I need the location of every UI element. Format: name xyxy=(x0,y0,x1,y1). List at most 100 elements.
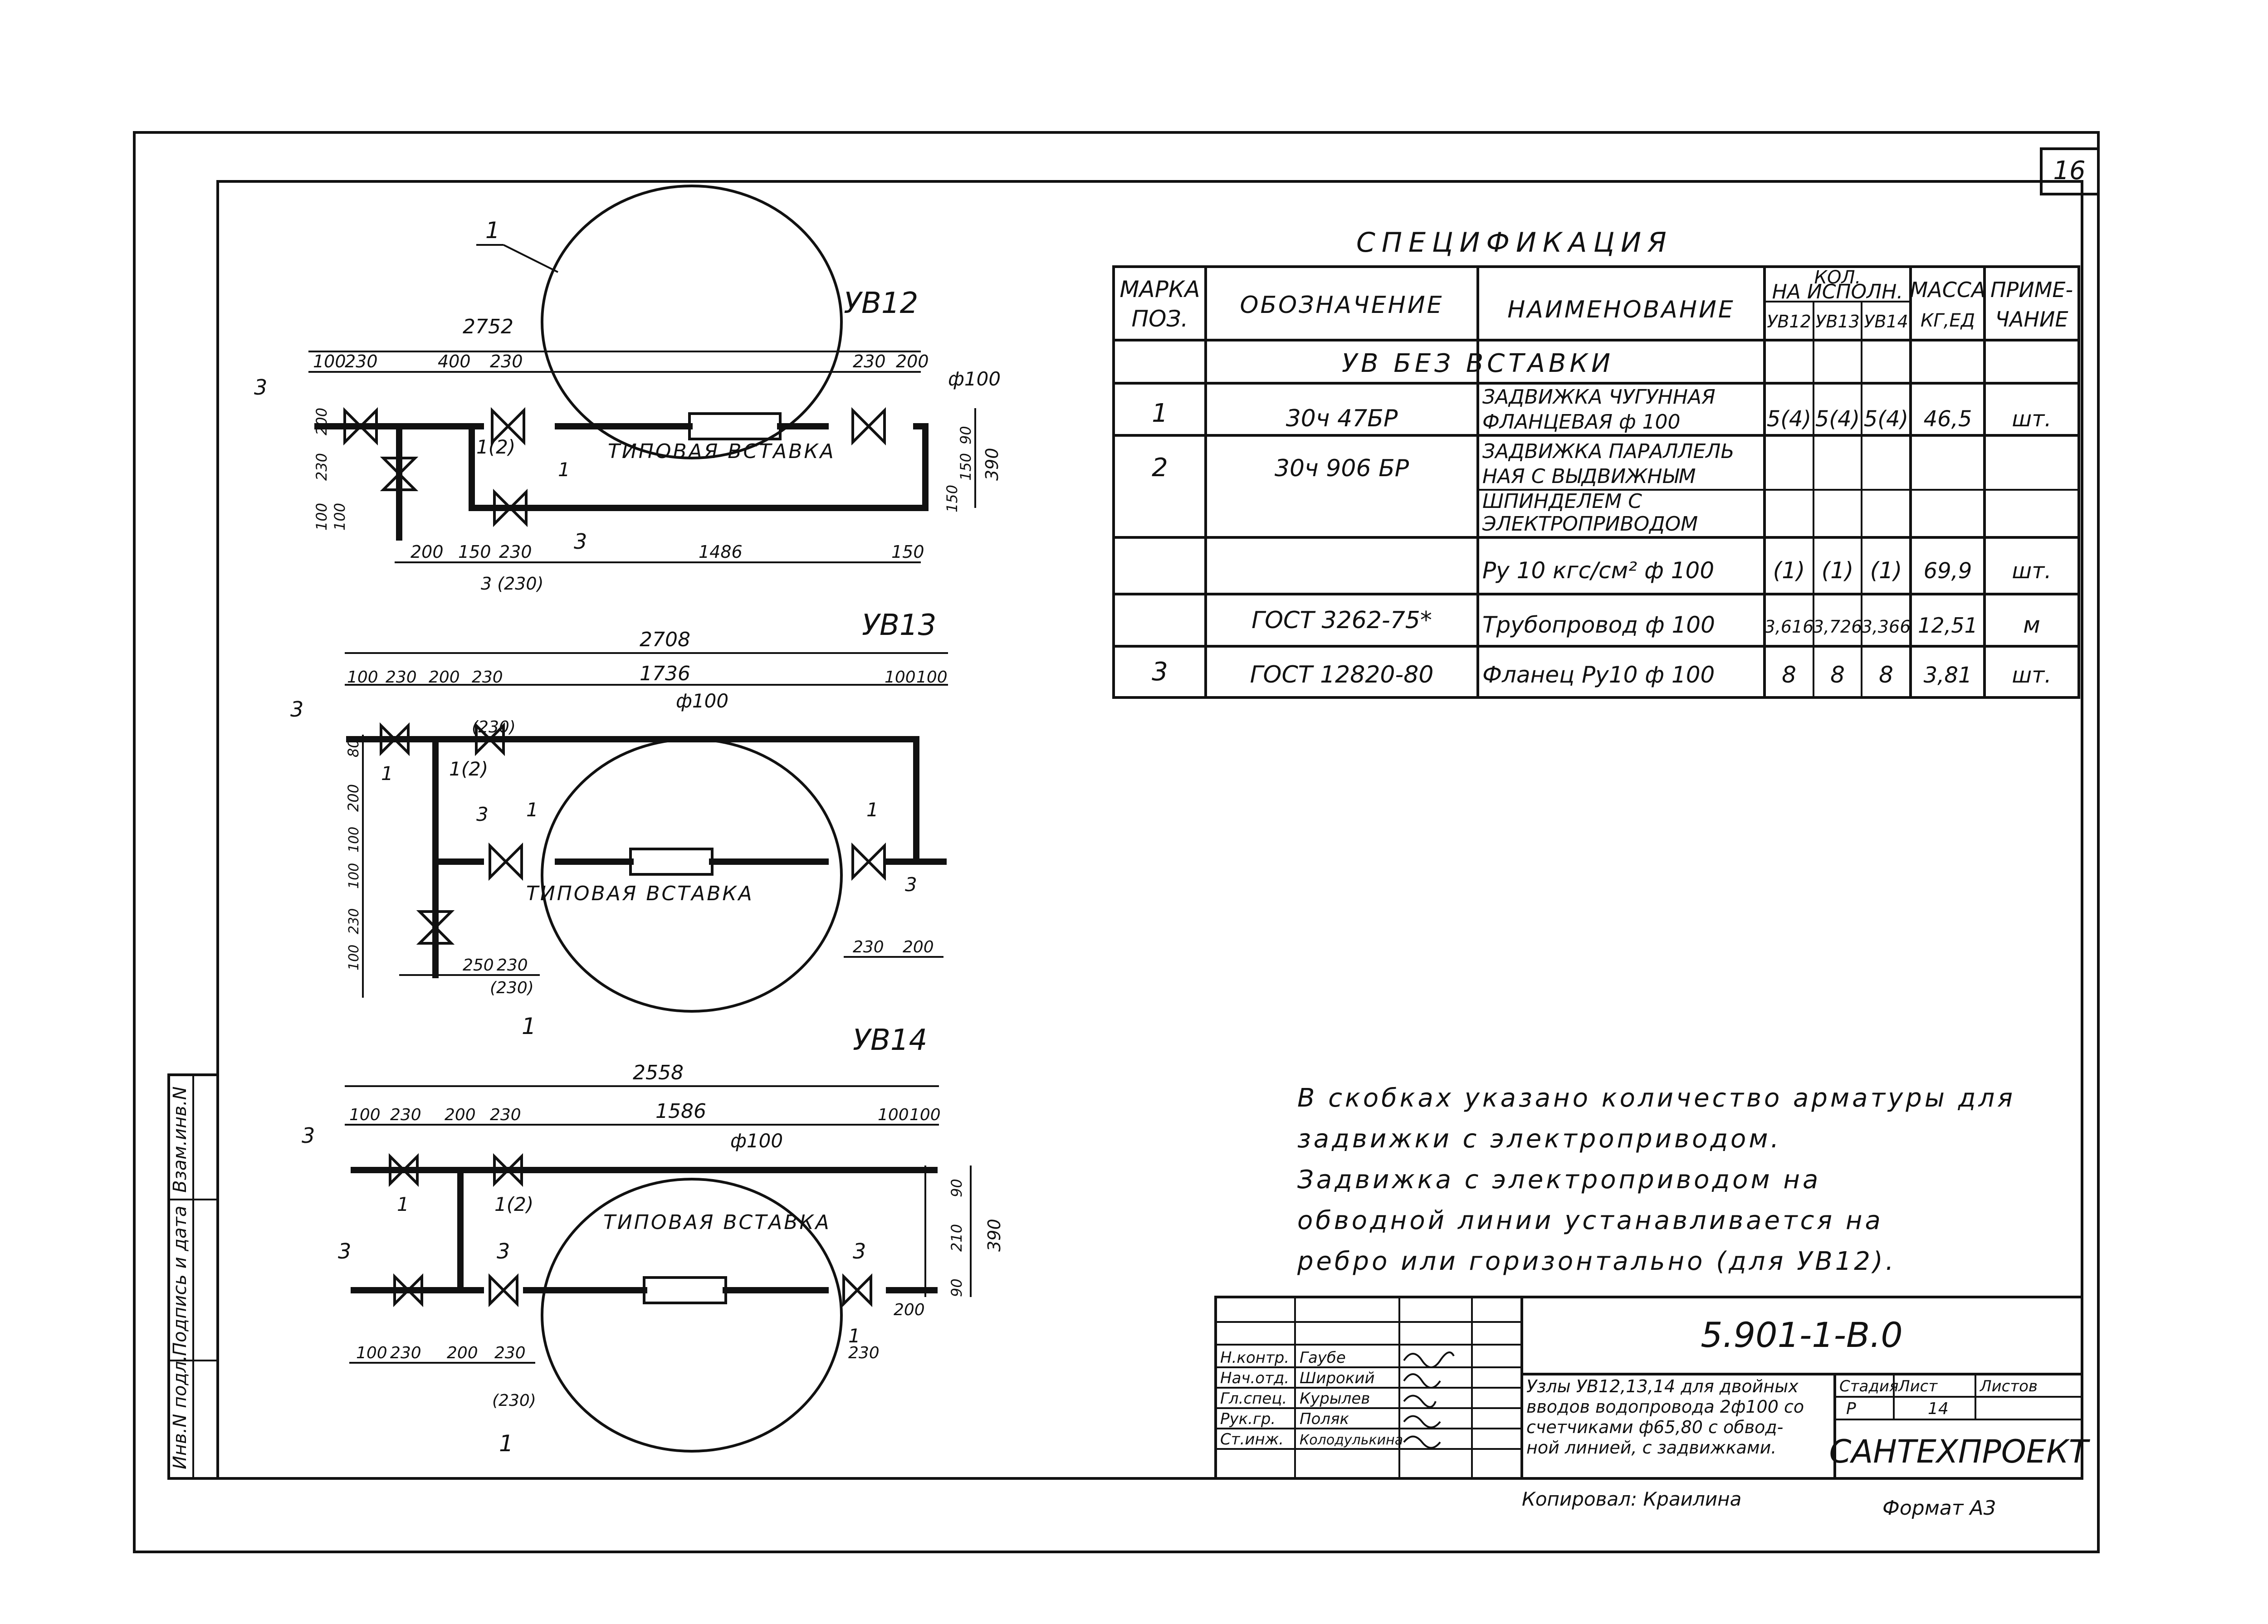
svg-text:2752: 2752 xyxy=(463,315,513,338)
svg-text:230: 230 xyxy=(848,1344,880,1362)
view-uv14: УВ14 1 ТИПОВАЯ ВСТАВКА ф100 2558 1586 10… xyxy=(302,1024,1004,1457)
svg-text:ТИПОВАЯ ВСТАВКА: ТИПОВАЯ ВСТАВКА xyxy=(603,1211,831,1234)
svg-text:(1): (1) xyxy=(1773,557,1805,584)
svg-text:230: 230 xyxy=(386,668,417,687)
svg-text:3: 3 xyxy=(853,1239,866,1263)
svg-text:НАЯ С ВЫДВИЖНЫМ: НАЯ С ВЫДВИЖНЫМ xyxy=(1482,465,1696,488)
svg-text:1736: 1736 xyxy=(640,662,690,685)
notes: В скобках указано количество арматуры дл… xyxy=(1297,1083,2013,1276)
svg-text:200: 200 xyxy=(429,668,460,687)
svg-text:ОБОЗНАЧЕНИЕ: ОБОЗНАЧЕНИЕ xyxy=(1240,292,1444,319)
svg-text:230: 230 xyxy=(345,351,378,371)
svg-text:30ч 47БР: 30ч 47БР xyxy=(1286,405,1398,432)
svg-text:счетчиками ф65,80 с обвод-: счетчиками ф65,80 с обвод- xyxy=(1526,1417,1783,1437)
svg-text:Ру 10 кгс/см² ф 100: Ру 10 кгс/см² ф 100 xyxy=(1482,557,1714,584)
svg-text:ф100: ф100 xyxy=(676,690,728,712)
svg-text:200: 200 xyxy=(313,408,330,435)
svg-text:КОЛ.: КОЛ. xyxy=(1814,267,1861,288)
svg-text:1(2): 1(2) xyxy=(476,436,515,458)
inner-frame xyxy=(216,180,2083,1480)
svg-text:1486: 1486 xyxy=(699,542,743,562)
typical-insert xyxy=(629,848,714,876)
view-title: УВ14 xyxy=(853,1024,927,1057)
svg-text:Колодулькина: Колодулькина xyxy=(1300,1432,1403,1448)
svg-text:1586: 1586 xyxy=(655,1100,706,1123)
svg-text:230: 230 xyxy=(490,351,523,371)
strip-sign-date: Подпись и дата xyxy=(170,1206,191,1356)
svg-text:1: 1 xyxy=(522,1013,536,1039)
svg-text:УВ13: УВ13 xyxy=(1815,312,1860,332)
svg-text:Листов: Листов xyxy=(1979,1377,2038,1395)
svg-text:шт.: шт. xyxy=(2012,406,2051,432)
svg-text:3: 3 xyxy=(338,1239,351,1263)
svg-text:Гл.спец.: Гл.спец. xyxy=(1220,1390,1287,1408)
svg-text:ТИПОВАЯ ВСТАВКА: ТИПОВАЯ ВСТАВКА xyxy=(608,440,836,463)
svg-text:(230): (230) xyxy=(490,979,534,997)
spec-title: СПЕЦИФИКАЦИЯ xyxy=(1356,227,1673,258)
svg-text:1: 1 xyxy=(485,217,500,244)
view-uv12: УВ12 1 ТИПОВАЯ ВСТАВКА ф100 2752 100 230… xyxy=(254,185,1002,594)
svg-text:ЧАНИЕ: ЧАНИЕ xyxy=(1995,307,2068,332)
svg-text:3,726: 3,726 xyxy=(1813,617,1862,637)
svg-text:ЭЛЕКТРОПРИВОДОМ: ЭЛЕКТРОПРИВОДОМ xyxy=(1482,512,1698,536)
svg-text:8: 8 xyxy=(1879,662,1893,688)
svg-text:230: 230 xyxy=(853,351,886,371)
svg-text:100: 100 xyxy=(349,1106,381,1124)
svg-text:шт.: шт. xyxy=(2012,663,2051,688)
svg-text:1: 1 xyxy=(848,1325,860,1347)
strip-inv-podl: Инв.N подл. xyxy=(170,1355,191,1469)
note-line-5: ребро или горизонтально (для УВ12). xyxy=(1297,1247,1897,1276)
svg-text:100: 100 xyxy=(356,1344,387,1362)
svg-text:100: 100 xyxy=(313,351,346,371)
outer-frame xyxy=(133,131,2100,1553)
svg-text:3,81: 3,81 xyxy=(1924,663,1972,688)
svg-text:Нач.отд.: Нач.отд. xyxy=(1220,1369,1289,1387)
note-line-2: задвижки с электроприводом. xyxy=(1297,1124,1781,1154)
svg-text:400: 400 xyxy=(438,351,471,371)
well-circle xyxy=(541,1178,843,1453)
svg-text:200: 200 xyxy=(411,542,444,562)
specification-table: СПЕЦИФИКАЦИЯ МАРКА ПОЗ. ОБОЗНАЧЕНИЕ НАИМ… xyxy=(1112,227,2080,699)
svg-text:5(4): 5(4) xyxy=(1815,406,1860,432)
svg-text:100: 100 xyxy=(909,1106,941,1124)
svg-text:1: 1 xyxy=(866,799,879,821)
svg-text:УВ14: УВ14 xyxy=(1864,312,1908,332)
svg-text:1: 1 xyxy=(558,458,570,481)
svg-text:ШПИНДЕЛЕМ С: ШПИНДЕЛЕМ С xyxy=(1482,490,1642,513)
svg-text:150: 150 xyxy=(458,542,491,562)
svg-text:ной линией, с задвижками.: ной линией, с задвижками. xyxy=(1526,1438,1776,1458)
svg-text:100: 100 xyxy=(346,827,362,853)
organization: САНТЕХПРОЕКТ xyxy=(1829,1433,2091,1470)
svg-text:90: 90 xyxy=(948,1179,965,1197)
svg-text:230: 230 xyxy=(853,938,884,956)
copied-by: Копировал: Краилина xyxy=(1522,1488,1741,1510)
well-circle xyxy=(541,185,843,459)
svg-text:1: 1 xyxy=(1152,399,1168,428)
view-title: УВ13 xyxy=(862,609,936,642)
svg-text:3: 3 xyxy=(476,803,489,825)
svg-text:3: 3 xyxy=(1152,657,1168,687)
svg-text:100: 100 xyxy=(346,945,362,970)
svg-text:ГОСТ 3262-75*: ГОСТ 3262-75* xyxy=(1251,607,1432,634)
svg-text:230: 230 xyxy=(497,956,528,975)
svg-text:Стадия: Стадия xyxy=(1839,1377,1898,1395)
svg-text:ФЛАНЦЕВАЯ ф 100: ФЛАНЦЕВАЯ ф 100 xyxy=(1482,410,1681,434)
left-strip: Инв.N подл. Подпись и дата Взам.инв.N xyxy=(167,1073,219,1480)
svg-text:100: 100 xyxy=(347,668,378,687)
svg-text:200: 200 xyxy=(447,1344,478,1362)
svg-text:Лист: Лист xyxy=(1897,1377,1938,1395)
svg-text:МАРКА: МАРКА xyxy=(1119,276,1200,302)
svg-text:100: 100 xyxy=(878,1106,909,1124)
note-line-4: обводной линии устанавливается на xyxy=(1297,1206,1883,1235)
svg-text:90: 90 xyxy=(948,1278,965,1297)
svg-text:(1): (1) xyxy=(1870,557,1902,584)
svg-text:3: 3 xyxy=(302,1123,315,1148)
svg-text:46,5: 46,5 xyxy=(1924,406,1972,432)
svg-text:НА ИСПОЛН.: НА ИСПОЛН. xyxy=(1772,280,1903,303)
spec-section: УВ БЕЗ ВСТАВКИ xyxy=(1342,349,1614,378)
svg-text:ТИПОВАЯ ВСТАВКА: ТИПОВАЯ ВСТАВКА xyxy=(526,882,754,905)
svg-text:230: 230 xyxy=(499,542,532,562)
svg-text:Р: Р xyxy=(1846,1400,1856,1418)
svg-text:14: 14 xyxy=(1928,1400,1949,1418)
svg-text:ГОСТ 12820-80: ГОСТ 12820-80 xyxy=(1250,661,1434,688)
